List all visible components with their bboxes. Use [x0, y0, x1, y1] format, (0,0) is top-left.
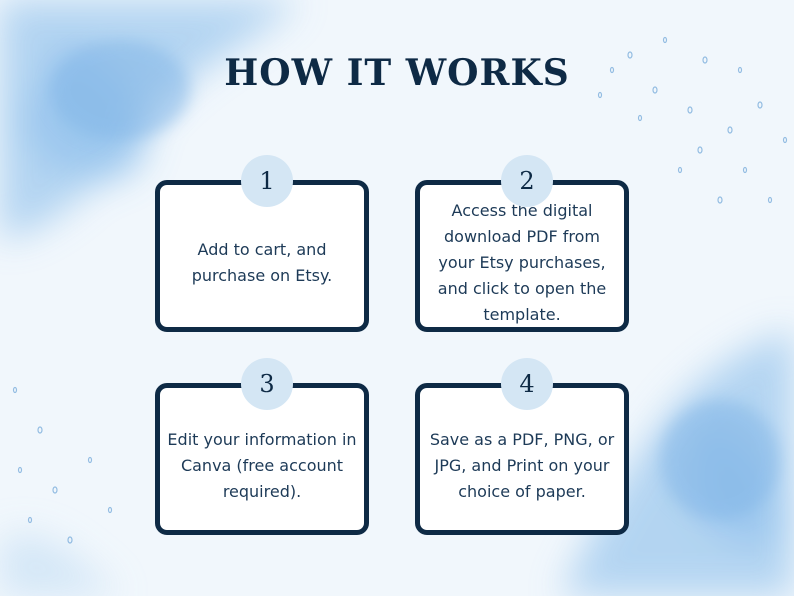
step-text: Save as a PDF, PNG, or JPG, and Print on…	[429, 430, 615, 501]
step-text: Access the digital download PDF from you…	[437, 201, 607, 324]
step-text: Add to cart, and purchase on Etsy.	[191, 240, 333, 285]
step-text: Edit your information in Canva (free acc…	[167, 430, 357, 501]
step-number-badge: 2	[501, 155, 553, 207]
step-card-4: Save as a PDF, PNG, or JPG, and Print on…	[415, 383, 629, 535]
page-title: HOW IT WORKS	[224, 52, 570, 94]
step-number-badge: 3	[241, 358, 293, 410]
step-number-badge: 4	[501, 358, 553, 410]
step-number-badge: 1	[241, 155, 293, 207]
